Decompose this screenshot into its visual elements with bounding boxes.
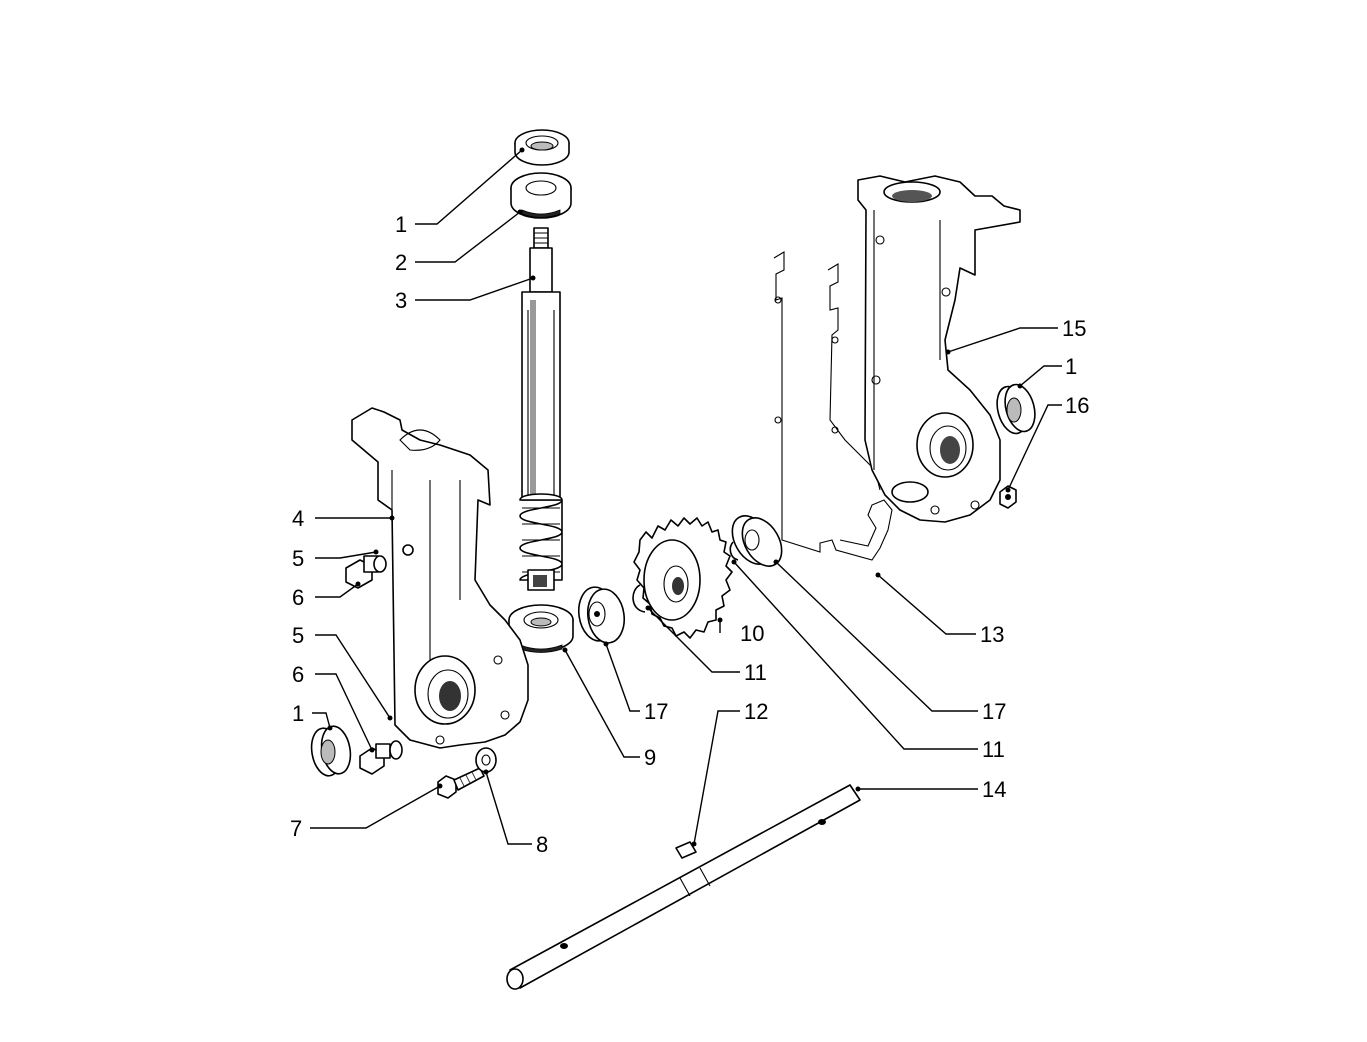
callout-label: 15 — [1062, 316, 1086, 341]
oil-seal-right — [996, 383, 1036, 435]
callout-label: 4 — [292, 506, 304, 531]
callout-1-right: 1 — [1017, 354, 1077, 389]
bearing-17-right — [729, 515, 783, 567]
callout-label: 1 — [292, 701, 304, 726]
oil-seal-top — [514, 129, 570, 166]
callout-16: 16 — [1005, 393, 1089, 493]
callout-label: 6 — [292, 662, 304, 687]
callout-label: 11 — [982, 737, 1005, 762]
callout-6-upper: 6 — [292, 581, 361, 610]
callout-label: 17 — [982, 699, 1006, 724]
oil-seal-left — [310, 725, 352, 777]
callout-3: 3 — [395, 275, 536, 313]
callout-label: 2 — [395, 250, 407, 275]
callout-10: 10 — [717, 617, 764, 646]
callout-9: 9 — [562, 647, 656, 770]
callout-label: 9 — [644, 745, 656, 770]
callout-label: 14 — [982, 777, 1006, 802]
callout-label: 8 — [536, 832, 548, 857]
bearing-top — [510, 172, 572, 219]
callout-label: 17 — [644, 699, 668, 724]
bolt — [437, 767, 485, 799]
callout-label: 16 — [1065, 393, 1089, 418]
callout-label: 13 — [980, 622, 1004, 647]
nut — [999, 485, 1017, 509]
bearing-lower — [508, 604, 574, 653]
callout-label: 6 — [292, 585, 304, 610]
callout-label: 5 — [292, 546, 304, 571]
worm-shaft — [519, 227, 563, 591]
callout-8: 8 — [483, 769, 548, 857]
key — [675, 841, 697, 859]
bearing-17-left — [577, 586, 626, 644]
callout-5-lower: 5 — [292, 623, 393, 721]
callout-14: 14 — [855, 777, 1006, 802]
callout-label: 7 — [290, 816, 302, 841]
callout-7: 7 — [290, 783, 443, 841]
callout-11-left: 11 — [645, 605, 767, 685]
callout-label: 5 — [292, 623, 304, 648]
callout-4: 4 — [292, 506, 395, 531]
callout-6-lower: 6 — [292, 662, 375, 753]
drive-shaft — [506, 784, 861, 990]
callout-label: 1 — [1065, 354, 1077, 379]
callout-5-upper: 5 — [292, 546, 379, 571]
callout-17-left: 17 — [603, 641, 668, 724]
callout-15: 15 — [945, 316, 1086, 355]
callout-label: 3 — [395, 288, 407, 313]
gasket — [773, 251, 893, 561]
callout-label: 10 — [740, 621, 764, 646]
washer — [475, 747, 497, 773]
callout-13: 13 — [875, 572, 1004, 647]
callout-label: 11 — [744, 660, 767, 685]
callout-12: 12 — [691, 699, 768, 847]
callout-label: 1 — [395, 212, 407, 237]
plug-upper — [345, 555, 387, 589]
callout-17-right: 17 — [773, 559, 1006, 724]
circlip-left — [632, 584, 646, 613]
callout-1-left: 1 — [292, 701, 333, 731]
callout-1-top: 1 — [395, 147, 525, 237]
gear — [633, 517, 733, 639]
callout-2: 2 — [395, 209, 523, 275]
callout-11-right: 11 — [731, 559, 1005, 762]
housing-right — [857, 175, 1021, 523]
plug-lower — [359, 740, 403, 775]
callout-label: 12 — [744, 699, 768, 724]
housing-left — [351, 407, 529, 749]
